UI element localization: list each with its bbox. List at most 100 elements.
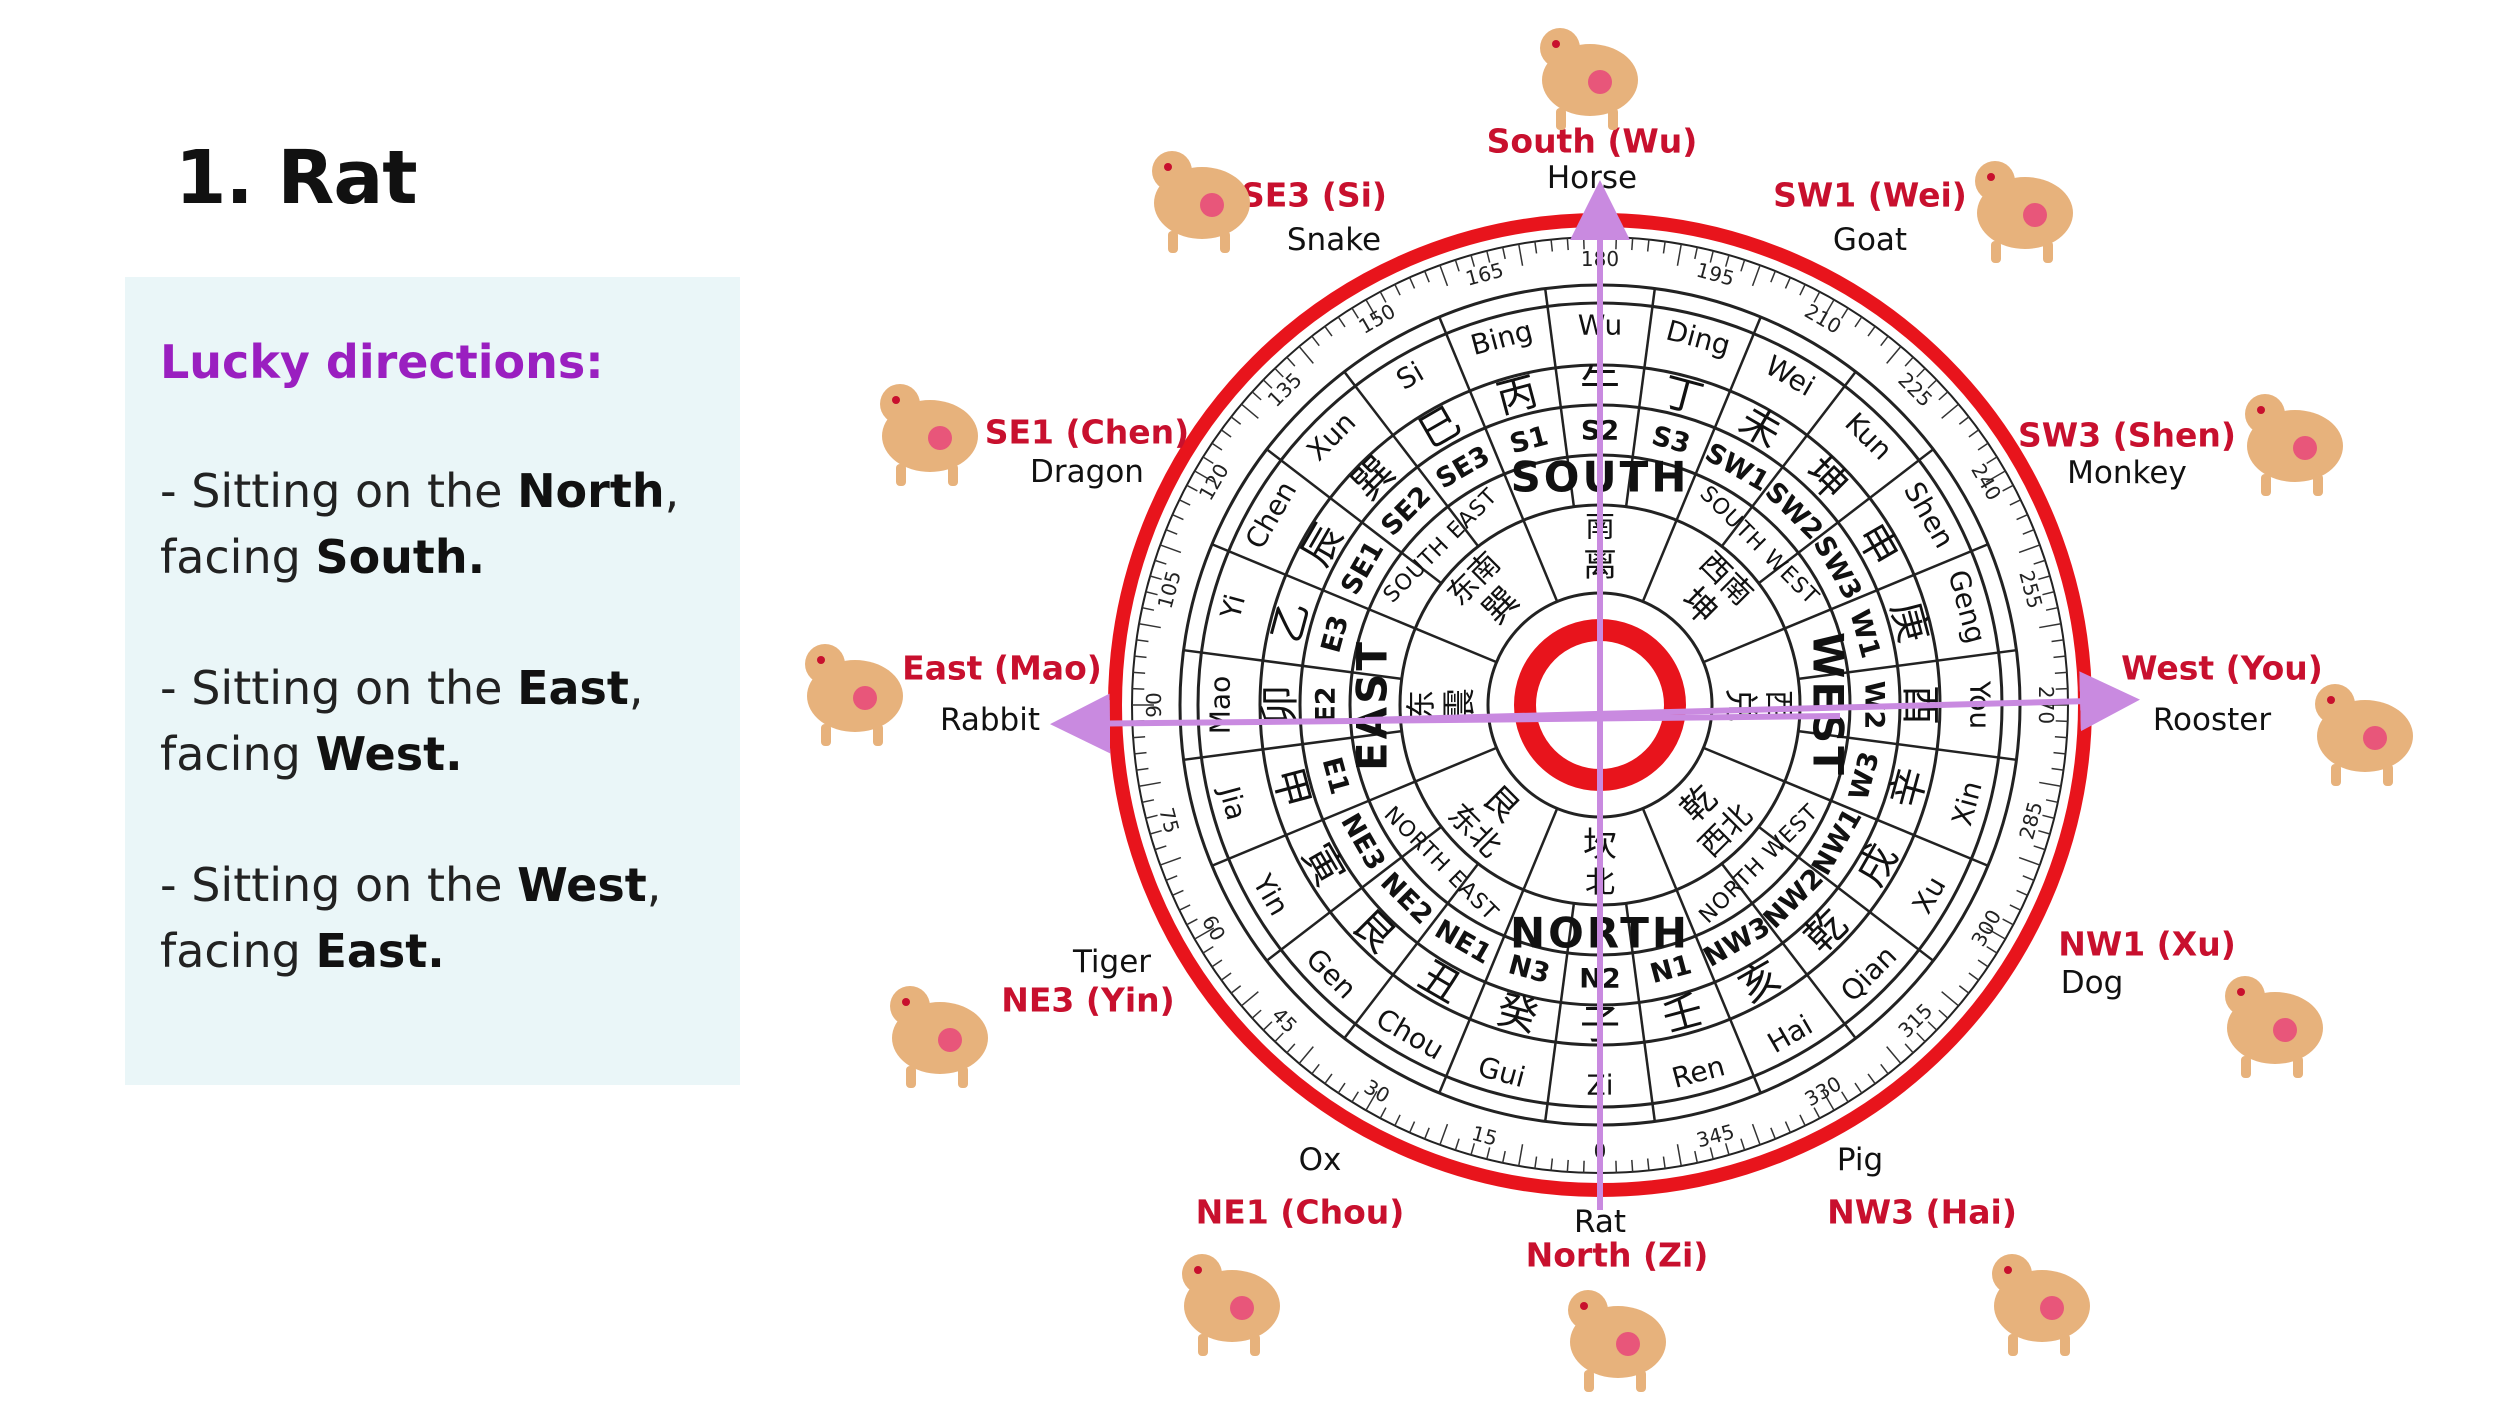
icon-leg [2383,764,2393,786]
degree-tick [2054,736,2067,739]
degree-tick [2045,606,2058,611]
animal-label-se1: Dragon [1030,454,1144,490]
animal-label-south: Horse [1547,160,1637,196]
animal-label-north: Rat [1574,1204,1626,1240]
degree-tick [1324,1073,1333,1085]
degree-tick [1662,241,1666,254]
degree-tick [1165,528,1178,535]
degree-tick [1179,499,1191,506]
face-direction: West [315,727,446,781]
degree-tick [1142,606,1155,611]
degree-tick [2042,591,2055,596]
degree-tick [2009,904,2021,911]
degree-tick [1977,442,1989,451]
lucky-direction-item: - Sitting on the North, facing South. [160,464,680,584]
icon-head [1992,1254,2032,1294]
animal-label-sw1: Goat [1833,222,1907,258]
degree-tick [1286,1043,1296,1054]
degree-tick [1211,442,1223,451]
lucky-directions-panel [125,277,740,1085]
degree-tick [1186,484,1198,492]
degree-tick [1968,972,1980,981]
icon-accent [2023,203,2047,227]
icon-head [2315,684,2355,724]
degree-tick [1986,946,1998,954]
degree-tick [1154,559,1167,565]
degree-tick [1351,307,1359,319]
degree-tick [2022,875,2035,882]
degree-tick [1927,1021,1938,1031]
degree-tick [2038,575,2051,581]
degree-tick [1958,985,1970,994]
icon-eye [2257,406,2265,414]
direction-label-nw1: NW1 (Xu) [2058,925,2236,964]
icon-leg [1584,1370,1594,1392]
icon-leg [1991,241,2001,263]
icon-leg [1220,231,1230,253]
icon-head [2245,394,2285,434]
degree-tick [1311,1063,1320,1075]
mountain-code: E2 [1311,686,1342,723]
icon-accent [1616,1332,1640,1356]
icon-accent [2040,1296,2064,1320]
degree-tick [2018,856,2041,866]
icon-eye [892,396,900,404]
degree-tick [1408,277,1416,289]
icon-leg [958,1066,968,1088]
degree-tick [1517,1144,1524,1167]
degree-tick [1202,946,1214,954]
degree-tick [1566,238,1569,251]
pig-icon [1992,1254,2090,1356]
icon-head [890,986,930,1026]
icon-accent [2293,436,2317,460]
direction-label-ne3: NE3 (Yin) [1001,981,1174,1020]
degree-tick [1631,238,1634,251]
icon-eye [1987,173,1995,181]
icon-accent [938,1028,962,1052]
degree-tick [1211,959,1223,968]
direction-label-north: North (Zi) [1526,1236,1709,1275]
direction-label-west: West (You) [2121,649,2323,688]
icon-eye [1552,40,1560,48]
degree-tick [1274,367,1284,378]
degree-tick [1337,1082,1346,1094]
degree-tick [1274,1032,1284,1043]
degree-tick [1977,959,1989,968]
degree-tick [1968,429,1980,438]
degree-tick [1365,1090,1378,1111]
icon-accent [1200,193,1224,217]
icon-leg [948,464,958,486]
degree-tick [1194,927,1215,940]
degree-tick [1133,671,1146,674]
degree-tick [1262,379,1273,389]
degree-tick [1324,325,1333,337]
degree-tick [1841,307,1849,319]
degree-tick [2033,845,2046,851]
degree-tick [1136,767,1149,771]
icon-accent [1230,1296,1254,1320]
icon-head [1568,1290,1608,1330]
degree-tick [1194,470,1215,483]
degree-tick [1646,1158,1650,1171]
icon-accent [2363,726,2387,750]
sector-divider [1720,862,1857,1039]
degree-tick [1709,250,1714,263]
trigram-name: 东 [1405,690,1440,720]
degree-tick [1938,1009,1949,1019]
trigram-divider [1702,627,1786,664]
icon-head [1152,151,1192,191]
icon-accent [1588,70,1612,94]
icon-leg [1168,231,1178,253]
animal-label-east: Rabbit [940,702,1040,738]
icon-eye [902,998,910,1006]
sector-divider [1266,448,1443,585]
degree-tick [2053,655,2066,659]
direction-label-ne1: NE1 (Chou) [1196,1193,1405,1232]
icon-leg [1556,108,1566,130]
degree-tick [2051,767,2064,771]
degree-tick [2039,781,2062,788]
trigram-divider [1522,519,1559,603]
degree-tick [1724,1143,1730,1156]
sector-divider [1784,780,1989,867]
